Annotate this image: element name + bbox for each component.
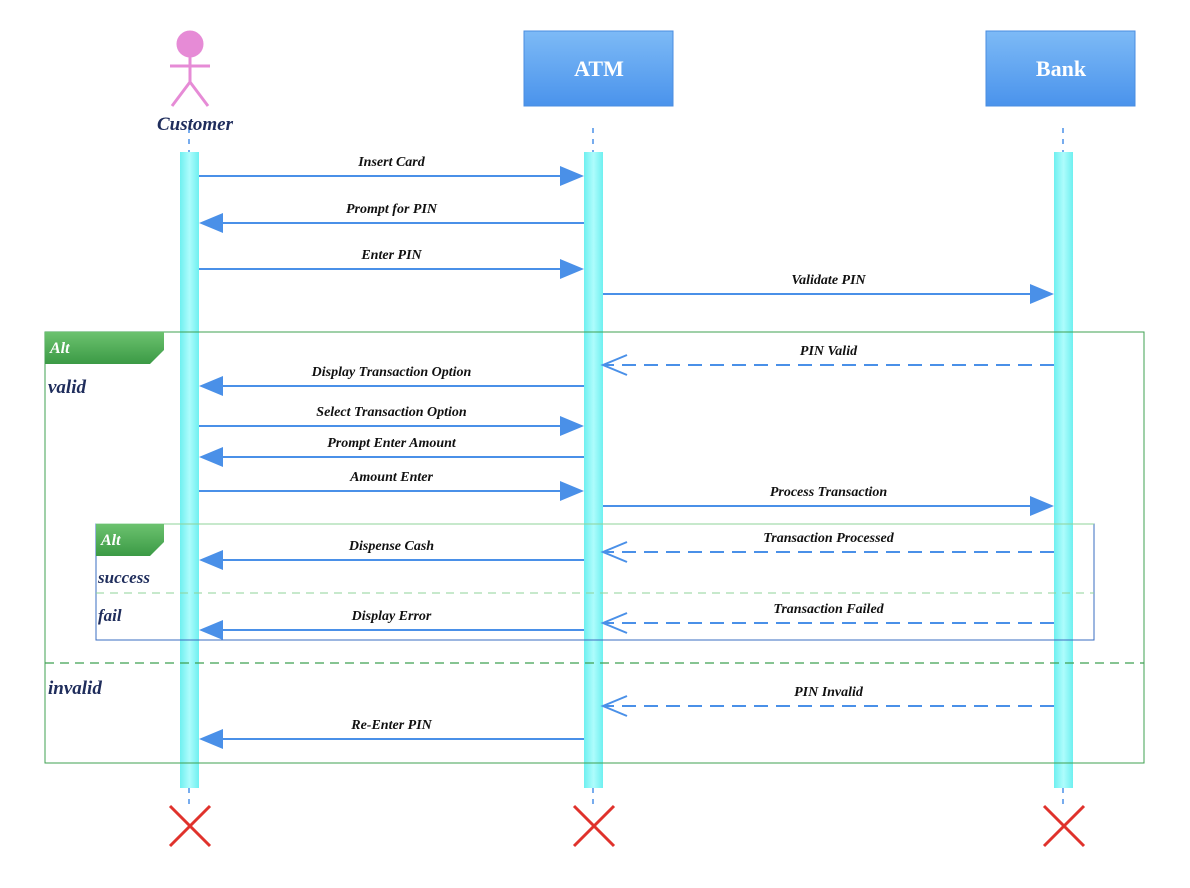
message-label: Validate PIN [791, 273, 866, 288]
alt-frame-outer-tag: Alt [49, 340, 70, 357]
message-4[interactable]: PIN Valid [600, 344, 1054, 376]
filled-arrowhead-icon [199, 729, 223, 749]
alt-frame-inner: Alt success fail [95, 523, 1095, 641]
message-label: Process Transaction [770, 485, 888, 500]
lifeline-stems [188, 128, 1064, 808]
message-3[interactable]: Validate PIN [603, 273, 1054, 304]
destroy-marker-bank-icon [1042, 804, 1086, 848]
message-label: Prompt Enter Amount [327, 436, 457, 451]
lifeline-bar-customer [180, 152, 199, 788]
message-12[interactable]: Transaction Failed [600, 602, 1054, 634]
participant-atm[interactable]: ATM [523, 30, 674, 107]
filled-arrowhead-icon [199, 620, 223, 640]
lifeline-bar-atm [584, 152, 603, 788]
message-5[interactable]: Display Transaction Option [199, 365, 584, 396]
actor-customer[interactable]: Customer [157, 30, 234, 135]
message-label: Insert Card [357, 155, 426, 170]
filled-arrowhead-icon [560, 166, 584, 186]
message-14[interactable]: PIN Invalid [600, 685, 1054, 717]
message-0[interactable]: Insert Card [199, 155, 584, 186]
message-1[interactable]: Prompt for PIN [199, 202, 584, 233]
message-label: Amount Enter [349, 470, 433, 485]
message-label: Dispense Cash [348, 539, 434, 554]
open-arrowhead-icon [600, 541, 628, 563]
message-10[interactable]: Transaction Processed [600, 531, 1054, 563]
message-label: Select Transaction Option [316, 405, 467, 420]
message-9[interactable]: Process Transaction [603, 485, 1054, 516]
message-8[interactable]: Amount Enter [199, 470, 584, 501]
message-6[interactable]: Select Transaction Option [199, 405, 584, 436]
participant-bank[interactable]: Bank [985, 30, 1136, 107]
message-label: Transaction Processed [763, 531, 895, 546]
message-15[interactable]: Re-Enter PIN [199, 718, 584, 749]
filled-arrowhead-icon [560, 259, 584, 279]
filled-arrowhead-icon [560, 481, 584, 501]
guard-success: success [97, 568, 150, 587]
message-7[interactable]: Prompt Enter Amount [199, 436, 584, 467]
lifeline-bar-bank [1054, 152, 1073, 788]
message-label: PIN Invalid [794, 685, 864, 700]
guard-invalid: invalid [48, 678, 102, 699]
guard-valid: valid [48, 377, 86, 398]
alt-frame-inner-tag: Alt [100, 532, 121, 549]
message-label: Prompt for PIN [346, 202, 438, 217]
stick-figure-icon [170, 30, 210, 107]
filled-arrowhead-icon [199, 447, 223, 467]
open-arrowhead-icon [600, 354, 628, 376]
message-2[interactable]: Enter PIN [199, 248, 584, 279]
filled-arrowhead-icon [560, 416, 584, 436]
open-arrowhead-icon [600, 612, 628, 634]
destroy-marker-atm-icon [572, 804, 616, 848]
filled-arrowhead-icon [199, 376, 223, 396]
message-label: Display Error [351, 609, 432, 624]
message-13[interactable]: Display Error [199, 609, 584, 640]
filled-arrowhead-icon [1030, 284, 1054, 304]
message-label: PIN Valid [800, 344, 858, 359]
message-label: Display Transaction Option [311, 365, 472, 380]
filled-arrowhead-icon [199, 550, 223, 570]
filled-arrowhead-icon [1030, 496, 1054, 516]
participant-bank-label: Bank [1036, 56, 1087, 81]
guard-fail: fail [98, 606, 122, 625]
message-label: Transaction Failed [773, 602, 884, 617]
actor-customer-label: Customer [157, 114, 234, 135]
message-label: Re-Enter PIN [350, 718, 432, 733]
filled-arrowhead-icon [199, 213, 223, 233]
open-arrowhead-icon [600, 695, 628, 717]
destroy-marker-customer-icon [168, 804, 212, 848]
message-11[interactable]: Dispense Cash [199, 539, 584, 570]
message-label: Enter PIN [360, 248, 422, 263]
alt-frame-outer: Alt valid invalid [44, 331, 1145, 764]
participant-atm-label: ATM [574, 56, 624, 81]
